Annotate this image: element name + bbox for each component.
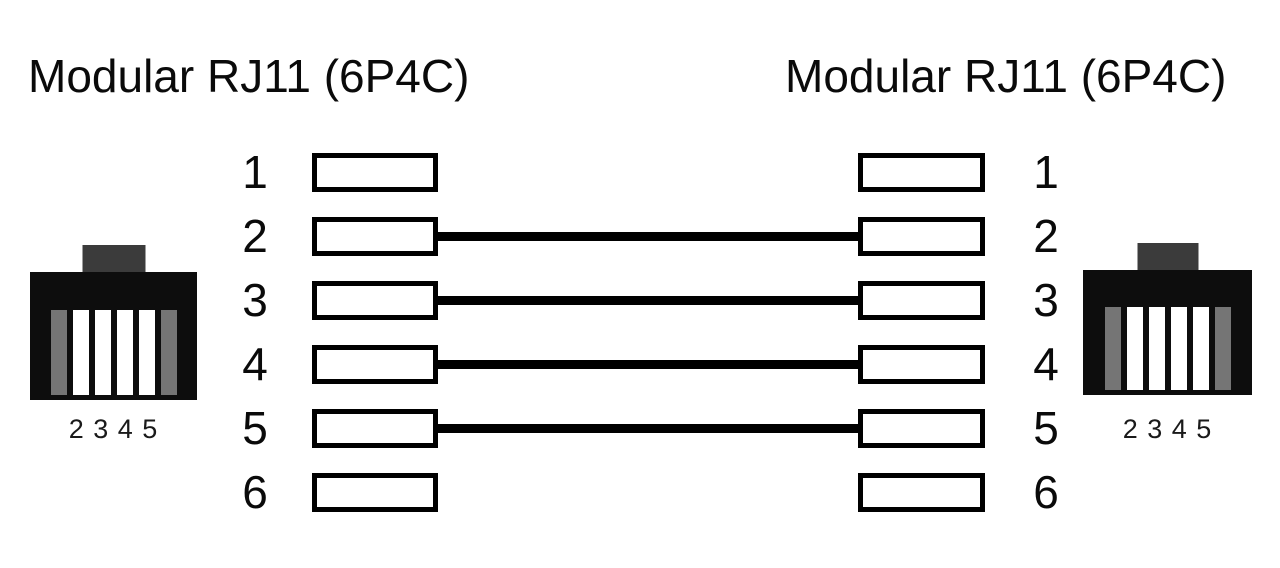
right-pin-number-1: 1 [1033, 146, 1059, 198]
right-pin-box-3 [858, 280, 985, 320]
slot-position-1 [50, 310, 67, 395]
left-pin-number-5: 5 [242, 402, 268, 454]
wire-pin-4-to-4 [436, 359, 859, 369]
left-pin-box-2 [312, 216, 438, 256]
right-pin-box-4 [858, 344, 985, 384]
right-pin-box-6 [858, 472, 985, 512]
right-pin-box-2 [858, 216, 985, 256]
left-pin-box-5 [312, 408, 438, 448]
slot-position-5 [1192, 307, 1209, 390]
wire-pin-2-to-2 [436, 231, 859, 241]
plug-pin-slots [30, 310, 197, 395]
left-pin-box-6 [312, 472, 438, 512]
wire-pin-3-to-3 [436, 295, 859, 305]
right-pin-number-3: 3 [1033, 274, 1059, 326]
left-pin-box-3 [312, 280, 438, 320]
slot-position-2 [72, 310, 89, 395]
right-pin-number-5: 5 [1033, 402, 1059, 454]
rj11-plug-left-icon [30, 245, 197, 400]
plug-latch-tab-icon [1137, 243, 1198, 272]
left-pin-box-1 [312, 152, 438, 192]
left-pin-number-6: 6 [242, 466, 268, 518]
left-pin-number-3: 3 [242, 274, 268, 326]
slot-position-6 [1214, 307, 1231, 390]
right-plug-pin-numbers: 2 3 4 5 [1122, 414, 1213, 444]
slot-position-6 [160, 310, 177, 395]
slot-position-4 [1170, 307, 1187, 390]
left-pin-number-1: 1 [242, 146, 268, 198]
plug-pin-slots [1083, 307, 1252, 390]
slot-position-4 [116, 310, 133, 395]
left-connector-title: Modular RJ11 (6P4C) [28, 50, 470, 102]
slot-position-5 [138, 310, 155, 395]
slot-position-2 [1126, 307, 1143, 390]
right-pin-box-1 [858, 152, 985, 192]
slot-position-1 [1104, 307, 1121, 390]
right-pin-number-2: 2 [1033, 210, 1059, 262]
right-pin-number-4: 4 [1033, 338, 1059, 390]
plug-latch-tab-icon [82, 245, 145, 274]
rj11-plug-right-icon [1083, 243, 1252, 395]
slot-position-3 [1148, 307, 1165, 390]
left-plug-pin-numbers: 2 3 4 5 [68, 414, 159, 444]
right-connector-title: Modular RJ11 (6P4C) [785, 50, 1227, 102]
slot-position-3 [94, 310, 111, 395]
plug-body [1083, 270, 1252, 395]
right-pin-box-5 [858, 408, 985, 448]
plug-body [30, 272, 197, 400]
right-pin-number-6: 6 [1033, 466, 1059, 518]
wire-pin-5-to-5 [436, 423, 859, 433]
left-pin-number-4: 4 [242, 338, 268, 390]
left-pin-number-2: 2 [242, 210, 268, 262]
left-pin-box-4 [312, 344, 438, 384]
